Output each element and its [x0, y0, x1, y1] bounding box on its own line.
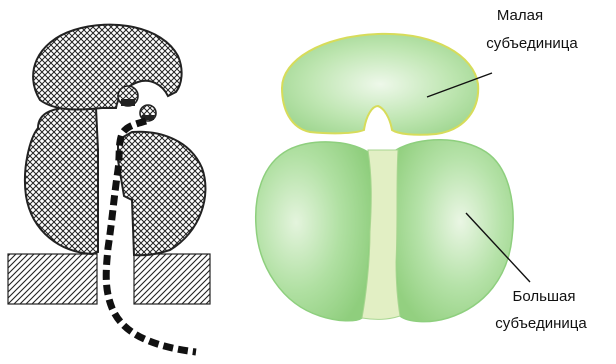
large-subunit-schematic-right: [118, 132, 205, 256]
small-subunit: [282, 34, 478, 135]
illustrated-ribosome: [256, 34, 513, 322]
membrane-right: [134, 254, 210, 304]
small-subunit-schematic: [33, 25, 182, 110]
label-small-line2: субъединица: [486, 35, 578, 52]
large-subunit-right-lobe: [396, 140, 513, 322]
large-subunit-left-lobe: [256, 142, 372, 321]
large-subunit-schematic: [25, 108, 98, 254]
label-large-line2: субъединица: [495, 315, 587, 332]
label-small-line1: Малая: [497, 7, 543, 24]
membrane-left: [8, 254, 97, 304]
schematic-ribosome: [8, 25, 210, 352]
label-large-line1: Большая: [513, 288, 576, 305]
trna-ball-1-base: [121, 99, 135, 106]
